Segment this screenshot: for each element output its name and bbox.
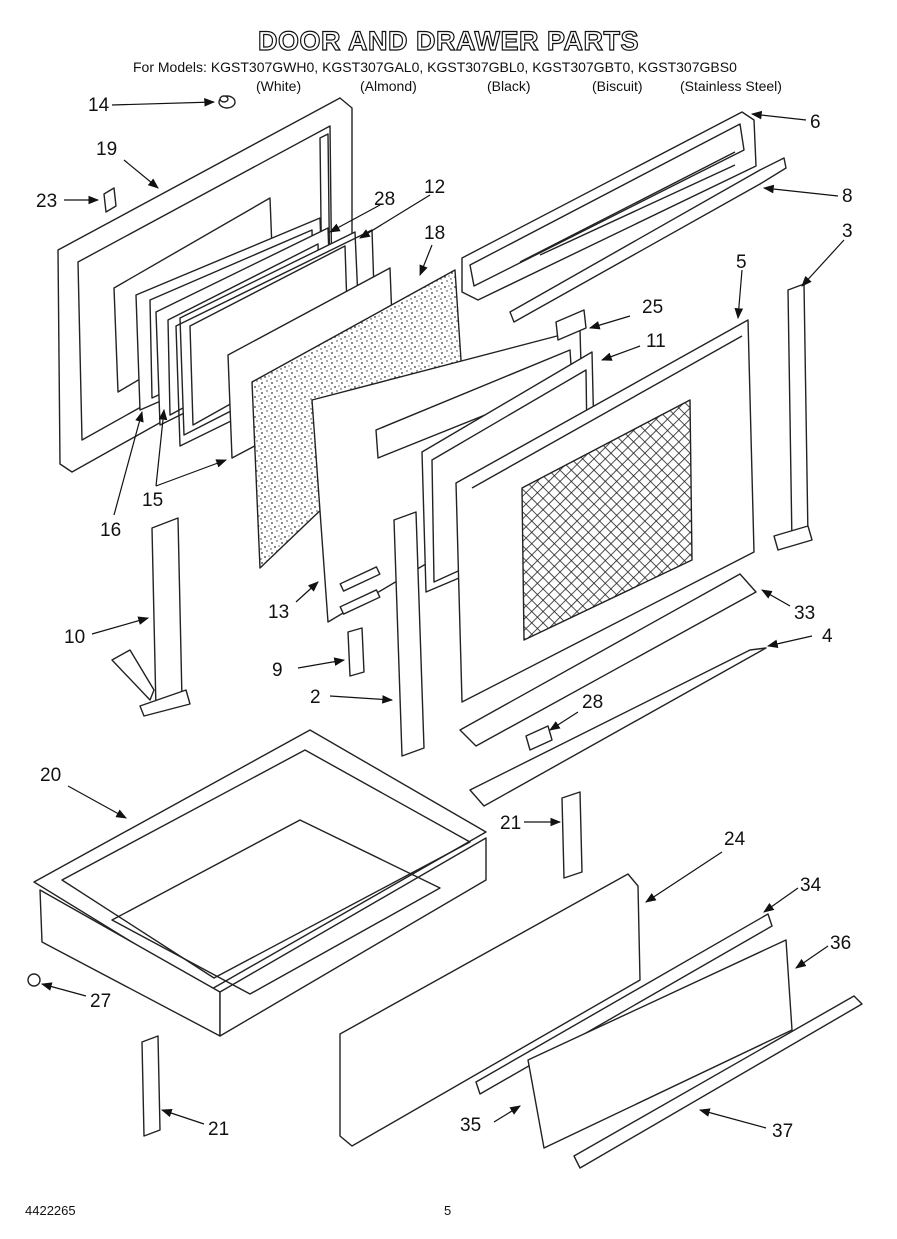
- callout-36: 36: [830, 933, 852, 954]
- leader-line: [40, 982, 87, 997]
- leader-line: [766, 635, 813, 649]
- drawer-slide: [561, 791, 583, 879]
- leader-line: [795, 945, 829, 969]
- page-title: DOOR AND DRAWER PARTS: [257, 25, 639, 56]
- door-bumper: [218, 95, 236, 109]
- callout-19: 19: [96, 139, 118, 160]
- door-handle: [509, 157, 787, 323]
- callout-16: 16: [100, 520, 122, 541]
- model-number: KGST307GWH0,: [210, 59, 319, 75]
- callout-11: 11: [646, 331, 666, 352]
- leader-line: [329, 204, 381, 233]
- callout-13: 13: [268, 602, 290, 623]
- model-number: KGST307GBL0,: [427, 59, 529, 75]
- leader-line: [359, 194, 431, 239]
- leader-line: [123, 159, 159, 189]
- leader-line: [698, 1108, 767, 1129]
- leader-line: [91, 616, 150, 635]
- callout-3: 3: [842, 221, 853, 242]
- leader-line: [549, 711, 579, 731]
- callout-24: 24: [724, 829, 746, 850]
- leader-line: [160, 1108, 205, 1125]
- door-bottom-trim: [469, 647, 767, 807]
- drawer-panel: [527, 939, 793, 1149]
- leader-line: [600, 345, 641, 361]
- callout-20: 20: [40, 765, 62, 786]
- leader-line: [763, 887, 799, 913]
- outer-door-panel: [455, 319, 755, 703]
- lower-vent-trim: [459, 573, 757, 747]
- leader-line: [734, 269, 744, 320]
- left-door-trim: [111, 517, 191, 717]
- callout-9: 9: [272, 660, 283, 681]
- lower-clip: [525, 725, 553, 751]
- leader-line: [750, 110, 807, 121]
- leader-line: [111, 97, 216, 107]
- leader-line: [155, 459, 228, 487]
- drawer-bottom-trim: [573, 995, 863, 1169]
- model-number: KGST307GBT0,: [532, 59, 635, 75]
- leader-line: [762, 184, 839, 197]
- model-color: (Black): [487, 78, 531, 94]
- models-label: For Models:: [133, 59, 207, 75]
- leader-line: [801, 239, 845, 287]
- leader-line: [493, 1105, 521, 1123]
- drawer-slide: [141, 1035, 161, 1137]
- callout-12: 12: [424, 177, 446, 198]
- callout-23: 23: [36, 191, 58, 212]
- leader-line: [67, 785, 127, 819]
- door-spacer: [347, 627, 365, 677]
- callout-28: 28: [374, 189, 396, 210]
- storage-drawer: [33, 729, 487, 1037]
- hinge-clip: [103, 187, 117, 213]
- model-color: (White): [256, 78, 302, 94]
- leader-line: [155, 408, 168, 487]
- control-panel-trim: [461, 111, 757, 301]
- drawer-screw: [27, 973, 41, 987]
- callout-10: 10: [64, 627, 86, 648]
- callout-6: 6: [810, 112, 821, 133]
- callout-25: 25: [642, 297, 664, 318]
- callout-14: 14: [88, 95, 110, 116]
- leader-line: [329, 695, 394, 704]
- leader-line: [297, 657, 346, 669]
- leader-line: [113, 410, 144, 516]
- leader-line: [295, 581, 319, 603]
- callout-8: 8: [842, 186, 853, 207]
- leader-line: [588, 315, 631, 330]
- callout-27: 27: [90, 991, 112, 1012]
- callout-37: 37: [772, 1121, 794, 1142]
- callout-4: 4: [822, 626, 833, 647]
- callout-18: 18: [424, 223, 446, 244]
- model-list: For Models: KGST307GWH0, KGST307GAL0, KG…: [133, 59, 737, 75]
- handle-clip: [555, 309, 587, 341]
- callout-34: 34: [800, 875, 822, 896]
- part-number: 4422265: [25, 1203, 76, 1218]
- door-trim-channel: [393, 511, 425, 757]
- model-number: KGST307GAL0,: [322, 59, 424, 75]
- callout-33: 33: [794, 603, 816, 624]
- leader-line: [419, 244, 433, 277]
- leader-line: [645, 851, 723, 903]
- callout-5: 5: [736, 252, 747, 273]
- callout-28-lower: 28: [582, 692, 604, 713]
- callout-2: 2: [310, 687, 321, 708]
- callout-15: 15: [142, 490, 164, 511]
- model-color: (Almond): [360, 78, 417, 94]
- callout-35: 35: [460, 1115, 482, 1136]
- right-door-trim: [773, 283, 813, 551]
- callout-21: 21: [500, 813, 522, 834]
- model-color: (Biscuit): [592, 78, 643, 94]
- model-number: KGST307GBS0: [638, 59, 737, 75]
- callout-21-lower: 21: [208, 1119, 230, 1140]
- leader-line: [761, 589, 791, 607]
- drawer-front: [339, 873, 641, 1147]
- page-number: 5: [444, 1203, 452, 1218]
- model-color: (Stainless Steel): [680, 78, 782, 94]
